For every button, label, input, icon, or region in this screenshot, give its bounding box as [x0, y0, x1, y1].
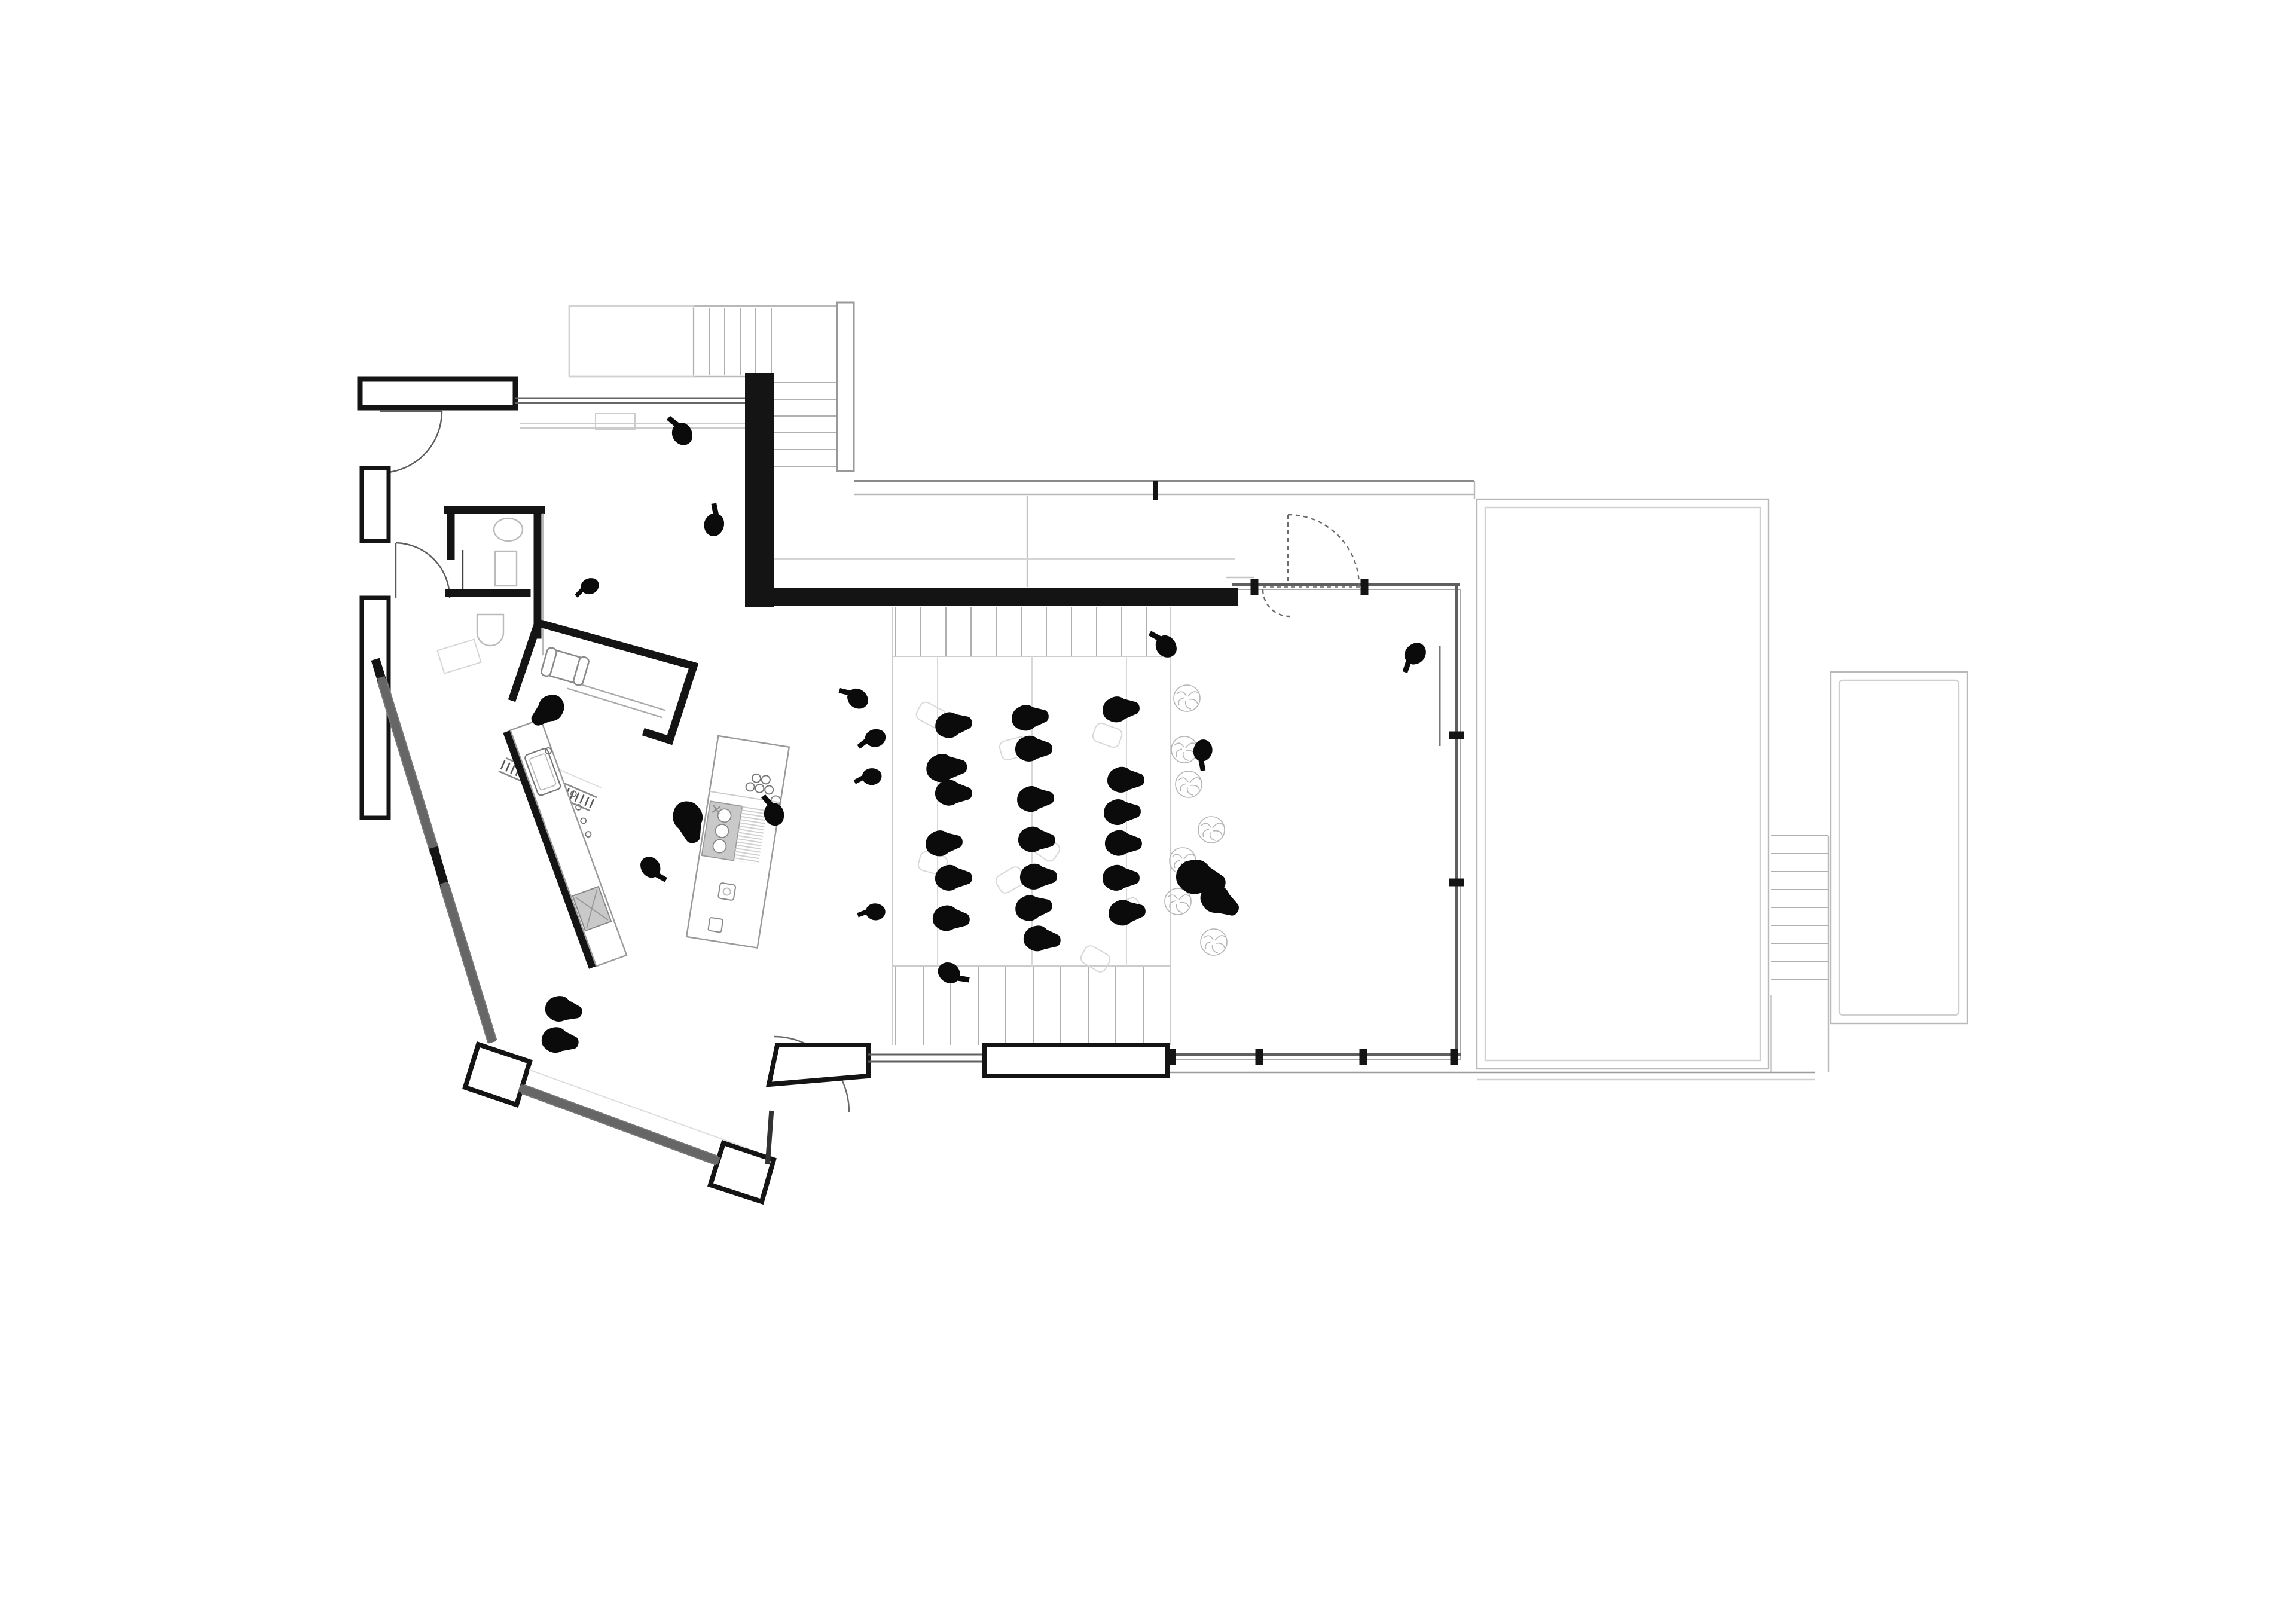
pinwheel-stools: [1164, 684, 1228, 956]
mullion: [1255, 1049, 1263, 1065]
toilet-lower: [476, 613, 505, 647]
pinwheel-stool: [1175, 771, 1202, 798]
pivot-door-arc-upper: [1287, 514, 1360, 586]
person-seated: [924, 828, 964, 858]
person-standing: [856, 901, 886, 921]
person-seated: [1103, 798, 1142, 826]
person-seated: [1015, 735, 1052, 762]
kitchen-counter: [503, 718, 628, 969]
person-standing: [636, 852, 670, 890]
person-standing: [1393, 638, 1431, 676]
pinwheel-stool: [1200, 928, 1228, 956]
person-seated: [935, 864, 972, 891]
person-seated: [1013, 892, 1054, 923]
mullion: [1359, 1049, 1367, 1065]
exterior-boundaries: [568, 305, 1968, 1081]
toilet-upper: [493, 517, 524, 542]
mullion: [1449, 731, 1464, 739]
person-standing: [934, 958, 973, 994]
tiered-seating-zone: [892, 607, 1171, 1045]
southwest-pier: [462, 1041, 533, 1108]
right-terrace-outer: [1830, 671, 1968, 1025]
right-terrace-inner: [1838, 679, 1960, 1016]
entry-pier: [357, 376, 518, 411]
stove-knobs: [570, 790, 592, 838]
wc-block: [444, 506, 545, 656]
stair-thin-wall: [836, 301, 855, 472]
upper-terrace-outer: [1476, 498, 1770, 1070]
west-wall-upper: [359, 466, 391, 543]
doors: [380, 410, 1360, 1112]
stair-landing: [568, 305, 695, 378]
main-hall-glazing: [1171, 583, 1461, 1060]
upper-terrace-inner: [1484, 506, 1761, 1062]
person-seated: [1019, 863, 1057, 890]
person-seated: [1104, 829, 1143, 857]
sink-faucet: [545, 747, 552, 754]
entry-door-arc: [380, 411, 443, 474]
person-seated: [1017, 826, 1056, 854]
island-dots: [745, 773, 774, 795]
person-seated: [1101, 694, 1141, 724]
entry-mat: [436, 638, 482, 674]
person-seated: [540, 1025, 581, 1056]
person-seated: [1107, 766, 1144, 793]
pinwheel-stool: [1198, 816, 1225, 843]
person-standing: [854, 727, 888, 751]
stair-treads: [693, 308, 1828, 1045]
south-wall-block-west: [765, 1043, 871, 1087]
person-seated: [543, 994, 585, 1026]
west-angled-facade: [371, 658, 777, 1205]
west-door-arc: [395, 542, 451, 598]
stair-wall-vertical: [745, 373, 774, 607]
seating-top-wall: [745, 588, 1238, 606]
pinwheel-stool: [1173, 684, 1201, 712]
core-walls: [745, 373, 1238, 607]
cushion: [1080, 945, 1111, 973]
south-wall-block-east: [982, 1043, 1170, 1078]
west-wall-lower: [359, 595, 391, 820]
cushion: [1092, 722, 1123, 748]
mullion: [1153, 481, 1158, 500]
pivot-door-arc-lower: [1262, 589, 1290, 618]
glazing-mullions: [1153, 481, 1464, 1065]
person-standing: [836, 678, 872, 713]
person-standing: [853, 768, 883, 786]
mullion: [1449, 878, 1464, 887]
person-seated: [933, 709, 974, 740]
mullion: [1360, 579, 1369, 595]
entry-cabinet: [595, 413, 636, 430]
person-standing: [664, 410, 697, 449]
office-room: [508, 618, 699, 745]
person-seated: [1010, 702, 1051, 732]
person-seated: [935, 779, 973, 807]
people-silhouettes: [524, 410, 1431, 1056]
wc-cabinet: [494, 550, 518, 587]
person-seated: [1107, 897, 1147, 927]
south-wall: [765, 1043, 1170, 1087]
person-seated: [925, 752, 968, 784]
mullion: [1450, 1049, 1458, 1065]
person-seated: [1022, 924, 1062, 954]
person-seated: [1016, 784, 1055, 813]
kitchen-island: [685, 735, 790, 949]
person-standing: [571, 575, 602, 600]
person-standing: [701, 501, 729, 539]
island-sink-small: [718, 882, 737, 901]
mullion: [1168, 1049, 1176, 1065]
office-desk: [570, 680, 666, 711]
hob-burners: [712, 808, 732, 854]
south-pier: [707, 1139, 777, 1205]
mullion: [1250, 579, 1259, 595]
person-seated: [1102, 864, 1140, 891]
kitchen-back-wall: [503, 730, 597, 969]
kitchen-sink: [524, 748, 561, 796]
stair-void-outline: [568, 305, 837, 377]
